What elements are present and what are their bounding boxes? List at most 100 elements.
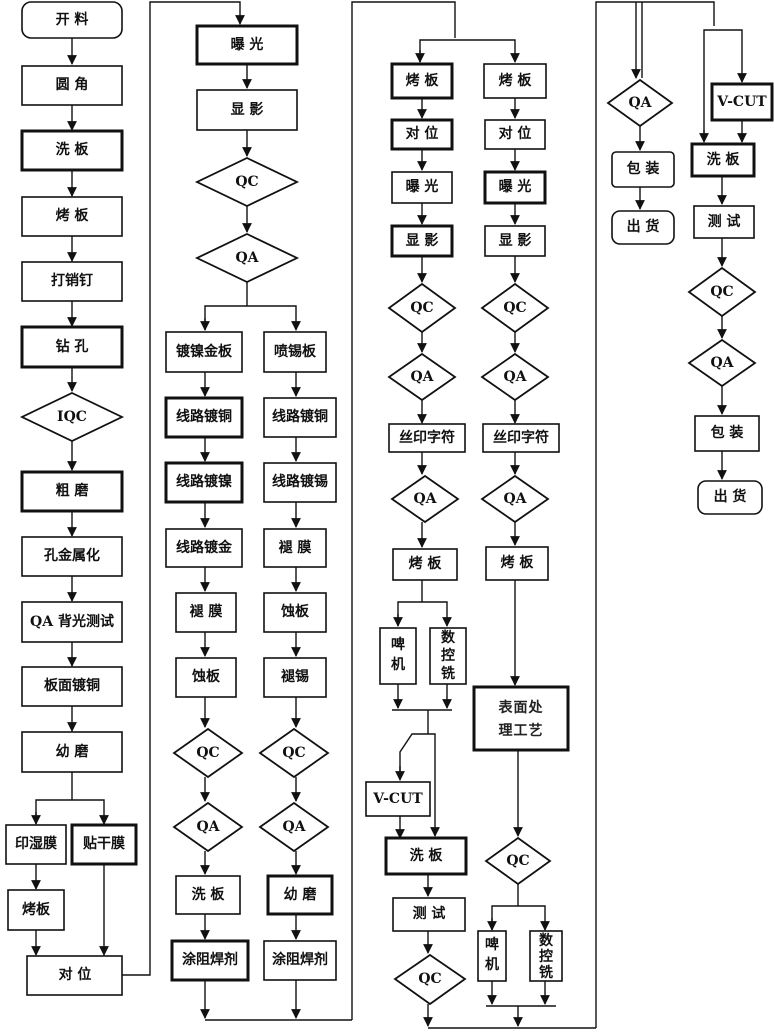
- svg-text:对 位: 对 位: [59, 966, 92, 983]
- svg-text:烤板: 烤板: [22, 901, 51, 918]
- svg-text:出 货: 出 货: [714, 488, 747, 505]
- node-l-xianludunie: 线路镀镍: [164, 461, 244, 504]
- svg-text:线路镀金: 线路镀金: [176, 539, 233, 556]
- svg-text:QA 背光测试: QA 背光测试: [30, 613, 114, 630]
- svg-text:钻 孔: 钻 孔: [56, 338, 89, 355]
- node-kailiao: 开 料: [21, 1, 123, 39]
- connectors: [31, 1, 747, 1029]
- node-c3r-shukongxi: 数控铣: [529, 930, 563, 982]
- node-l-xiban: 洗 板: [175, 875, 241, 915]
- node-c3r-xianying: 显 影: [484, 225, 546, 257]
- svg-text:测 试: 测 试: [708, 213, 741, 230]
- node-qa-decision: QA: [194, 233, 300, 283]
- node-l-qc-decision: QC: [172, 727, 244, 779]
- node-c3l-duiwei: 对 位: [390, 118, 454, 151]
- svg-text:QA: QA: [413, 491, 437, 507]
- svg-text:褪锡: 褪锡: [281, 668, 309, 685]
- svg-text:QC: QC: [410, 300, 433, 316]
- node-c3l-xiban: 洗 板: [384, 836, 468, 876]
- node-c3r-qc2-decision: QC: [484, 836, 552, 886]
- svg-text:涂阻焊剂: 涂阻焊剂: [272, 951, 328, 968]
- node-c4-qa-decision: QA: [606, 78, 674, 128]
- node-r-qc-decision: QC: [258, 727, 330, 779]
- node-c4-baozhuang: 包 装: [611, 151, 675, 188]
- node-c3l-siyin: 丝印字符: [388, 423, 466, 453]
- svg-text:QA: QA: [628, 95, 652, 111]
- column-4: QA 包 装 出 货 V-CUT 洗 板 测 试 QC QA 包 装 出 货: [606, 78, 774, 515]
- svg-text:烤 板: 烤 板: [499, 72, 533, 89]
- node-baoguang: 曝 光: [195, 24, 299, 66]
- node-c3l-ceshi: 测 试: [392, 897, 466, 932]
- svg-text:打销钉: 打销钉: [51, 272, 93, 289]
- node-c4-qa2-decision: QA: [687, 338, 757, 388]
- svg-text:蚀板: 蚀板: [280, 603, 310, 620]
- svg-text:洗 板: 洗 板: [56, 141, 90, 158]
- node-c4-qc-decision: QC: [687, 266, 757, 318]
- node-kongjinshu: 孔金属化: [21, 536, 123, 577]
- svg-text:贴干膜: 贴干膜: [83, 835, 125, 852]
- node-c3l-qc-decision: QC: [387, 282, 457, 334]
- node-yinshimo: 印湿膜: [5, 824, 67, 865]
- svg-text:机: 机: [391, 656, 405, 673]
- node-c4-ceshi: 测 试: [693, 205, 755, 239]
- node-cumo: 粗 磨: [20, 470, 124, 513]
- node-c3r-kaoban2: 烤 板: [485, 546, 549, 581]
- svg-text:QA: QA: [282, 819, 306, 835]
- node-l-xianludutong: 线路镀铜: [164, 396, 244, 439]
- node-dunijinban: 镀镍金板: [165, 331, 243, 373]
- node-c3r-qa-decision: QA: [480, 352, 550, 402]
- svg-text:QC: QC: [503, 300, 526, 316]
- svg-text:数: 数: [441, 629, 456, 646]
- svg-text:QA: QA: [235, 250, 259, 266]
- column-3: 烤 板 对 位 曝 光 显 影 QC QA 丝印字符 QA 烤 板 啤机 数控铣…: [365, 62, 570, 1006]
- svg-text:QC: QC: [506, 853, 529, 869]
- svg-text:控: 控: [539, 948, 553, 965]
- svg-text:QC: QC: [418, 971, 441, 987]
- node-c4-chuhuo: 出 货: [611, 210, 675, 245]
- svg-text:镀镍金板: 镀镍金板: [176, 343, 233, 360]
- node-c3l-qc2-decision: QC: [393, 953, 467, 1006]
- node-r-qa-decision: QA: [258, 801, 330, 853]
- node-c3l-vcut: V-CUT: [365, 781, 431, 817]
- node-kaoban2: 烤板: [7, 889, 65, 931]
- svg-text:啤: 啤: [485, 936, 499, 953]
- svg-text:涂阻焊剂: 涂阻焊剂: [182, 951, 238, 968]
- node-qc-decision: QC: [194, 157, 300, 207]
- node-kaoban: 烤 板: [21, 196, 123, 237]
- node-c3l-beiji: 啤机: [379, 627, 417, 685]
- node-l-qa-decision: QA: [172, 801, 244, 853]
- svg-text:幼 磨: 幼 磨: [284, 886, 318, 903]
- svg-text:啤: 啤: [391, 636, 405, 653]
- svg-text:线路镀铜: 线路镀铜: [176, 408, 232, 425]
- svg-text:QA: QA: [196, 819, 220, 835]
- node-c3l-qa-decision: QA: [387, 352, 457, 402]
- node-banmiandutong: 板面镀铜: [21, 666, 123, 707]
- svg-text:出 货: 出 货: [627, 218, 660, 235]
- node-l-tuzuhanji: 涂阻焊剂: [170, 939, 250, 982]
- svg-text:曝 光: 曝 光: [231, 36, 264, 53]
- svg-text:机: 机: [485, 956, 499, 973]
- node-c3r-beiji: 啤机: [477, 930, 507, 982]
- svg-text:喷锡板: 喷锡板: [274, 343, 317, 360]
- node-c3r-duiwei: 对 位: [484, 119, 546, 150]
- node-r-youmo: 幼 磨: [266, 874, 334, 916]
- svg-text:显 影: 显 影: [231, 102, 264, 118]
- svg-text:QA: QA: [710, 355, 734, 371]
- svg-text:对 位: 对 位: [499, 125, 532, 142]
- node-yuanjiao: 圆 角: [21, 65, 123, 106]
- node-duiwei: 对 位: [26, 955, 123, 996]
- node-l-tuimo: 褪 膜: [175, 592, 237, 633]
- svg-text:蚀板: 蚀板: [191, 668, 221, 685]
- node-c4-baozhuang2: 包 装: [694, 415, 760, 452]
- node-zuankong: 钻 孔: [20, 325, 124, 369]
- svg-text:理工艺: 理工艺: [499, 722, 544, 739]
- node-c3l-kaoban2: 烤 板: [392, 548, 458, 581]
- node-l-xianludujin: 线路镀金: [165, 528, 243, 568]
- node-c3l-shukongxi: 数控铣: [429, 627, 467, 685]
- node-r-tuimo: 褪 膜: [263, 528, 327, 568]
- svg-text:烤 板: 烤 板: [56, 207, 90, 224]
- svg-text:丝印字符: 丝印字符: [399, 429, 455, 446]
